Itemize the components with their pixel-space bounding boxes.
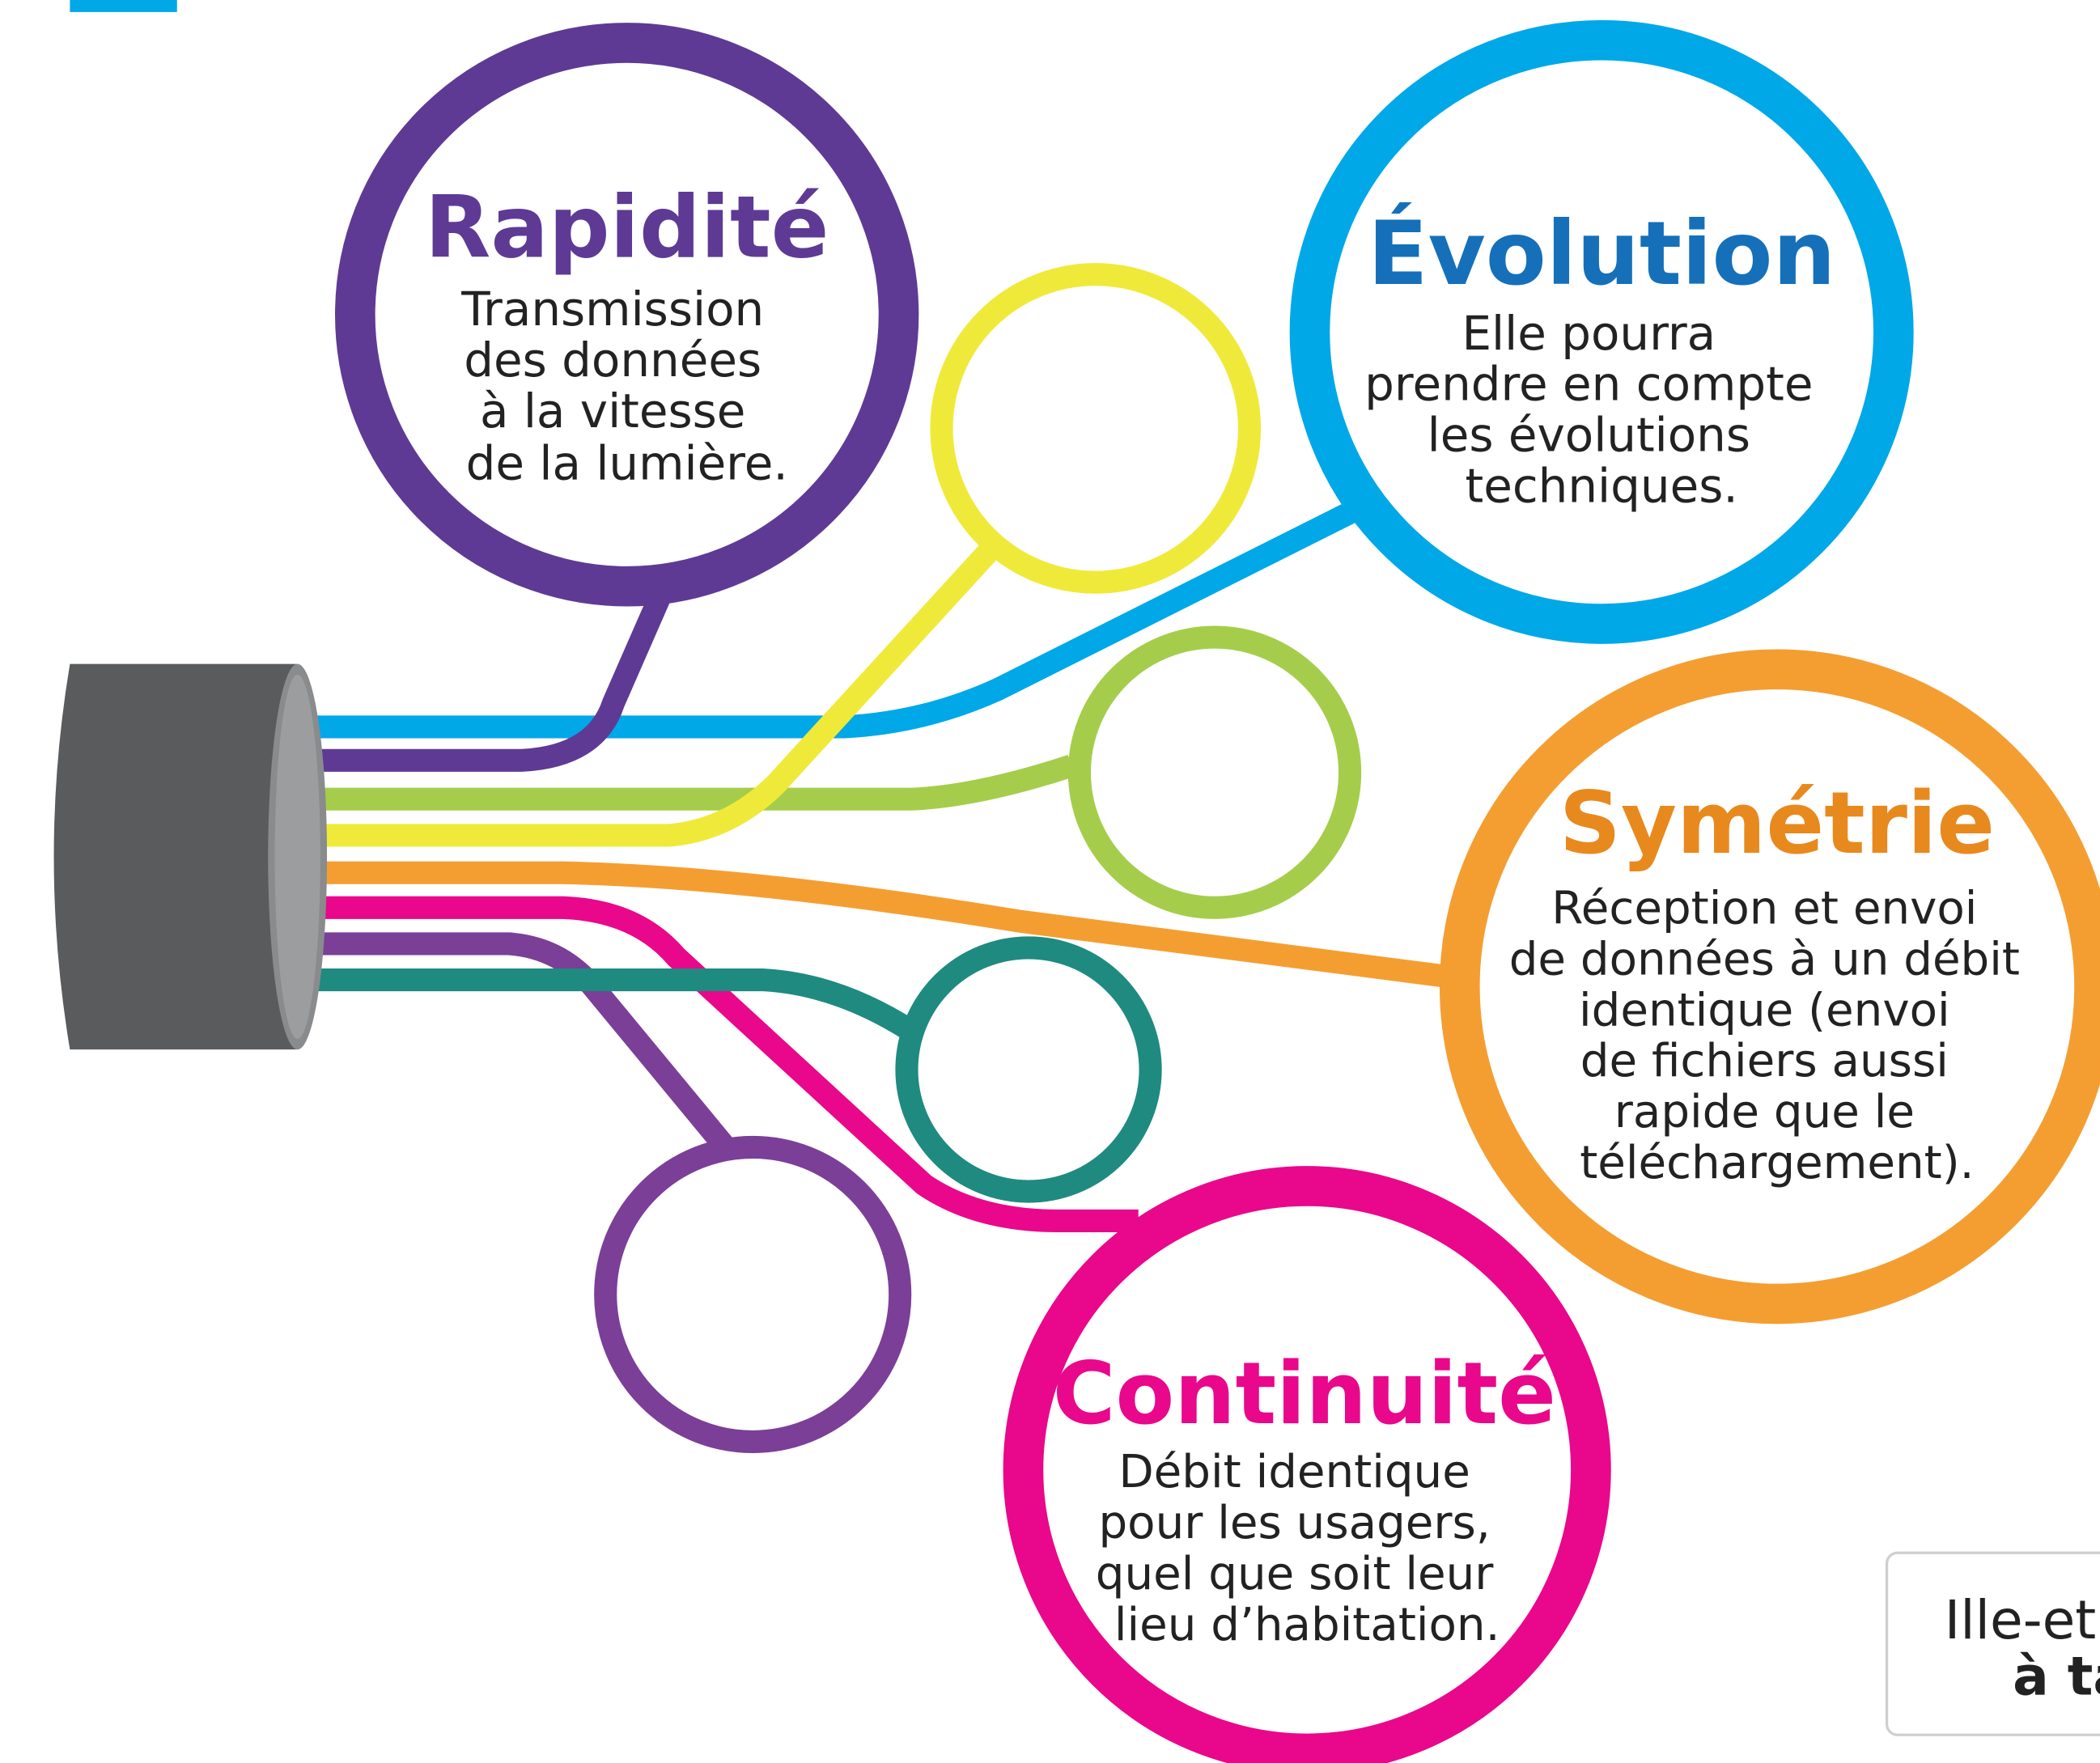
bubble-evolution-line: les évolutions	[1428, 408, 1750, 463]
svg-text:Débit identique pour les: Débit identique pour les usagers, quel q…	[1096, 1446, 1508, 1651]
ring-violet	[594, 1135, 912, 1453]
corner-box: Ille-et à ta	[1885, 1551, 2100, 1736]
fiber-strand-purple	[268, 591, 671, 772]
fiber-strand-teal	[268, 968, 917, 1040]
bubble-symetrie-line: de fichiers aussi	[1580, 1035, 1949, 1087]
bubble-continuite-line: Débit identique	[1118, 1446, 1470, 1498]
bubble-symetrie-title: Symétrie	[1559, 773, 1995, 873]
bubble-symetrie-line: identique (envoi	[1579, 984, 1950, 1036]
bubble-continuite: Continuité Débit identique pour les usag…	[1003, 1166, 1611, 1763]
bubble-symetrie-line: rapide que le	[1614, 1086, 1915, 1138]
corner-box-line2: à ta	[2013, 1646, 2100, 1708]
bubble-evolution-line: Elle pourra	[1462, 306, 1716, 361]
bubble-evolution-line: prendre en compte	[1364, 357, 1813, 412]
bubble-continuite-line: quel que soit leur	[1096, 1548, 1494, 1600]
ring-green	[1067, 625, 1362, 919]
fiber-strand-blue	[268, 501, 1358, 739]
svg-text:Réception et envoi de do: Réception et envoi de données à un débit…	[1509, 883, 2034, 1189]
bubble-rapidite-line: à la vitesse	[480, 384, 745, 439]
bubble-symetrie-line: de données à un débit	[1509, 933, 2020, 985]
ring-yellow	[930, 263, 1262, 594]
fiber-strand-yellow	[268, 540, 1000, 847]
bubble-continuite-line: lieu d’habitation.	[1114, 1599, 1500, 1651]
corner-tab	[70, 0, 177, 12]
bubble-rapidite-line: de la lumière.	[466, 435, 788, 490]
bubble-symetrie: Symétrie Réception et envoi de données à…	[1440, 649, 2100, 1324]
fiber-strand-green	[268, 755, 1075, 811]
fiber-strand-orange	[268, 861, 1455, 989]
bubble-evolution: Évolution Elle pourra prendre en compte …	[1289, 19, 1914, 644]
bubble-evolution-line: techniques.	[1466, 458, 1738, 513]
ring-teal	[895, 936, 1162, 1203]
fiber-cable	[53, 663, 328, 1050]
bubble-rapidite-title: Rapidité	[425, 178, 829, 278]
bubble-rapidite: Rapidité Transmission des données à la v…	[334, 23, 919, 607]
bubble-evolution-title: Évolution	[1368, 202, 1835, 305]
bubble-continuite-line: pour les usagers,	[1098, 1497, 1490, 1549]
corner-box-line1: Ille-et	[1945, 1589, 2097, 1651]
svg-text:Transmission des données: Transmission des données à la vitesse de…	[460, 282, 788, 490]
bubble-symetrie-line: téléchargement).	[1580, 1137, 1974, 1189]
bubble-symetrie-line: Réception et envoi	[1551, 883, 1977, 935]
fiber-strand-magenta	[268, 896, 1139, 1232]
bubble-continuite-title: Continuité	[1053, 1344, 1556, 1443]
svg-text:Elle pourra prendre en c: Elle pourra prendre en compte les évolut…	[1364, 306, 1828, 514]
bubble-rapidite-line: Transmission	[460, 282, 764, 337]
bubble-rapidite-line: des données	[464, 333, 762, 388]
